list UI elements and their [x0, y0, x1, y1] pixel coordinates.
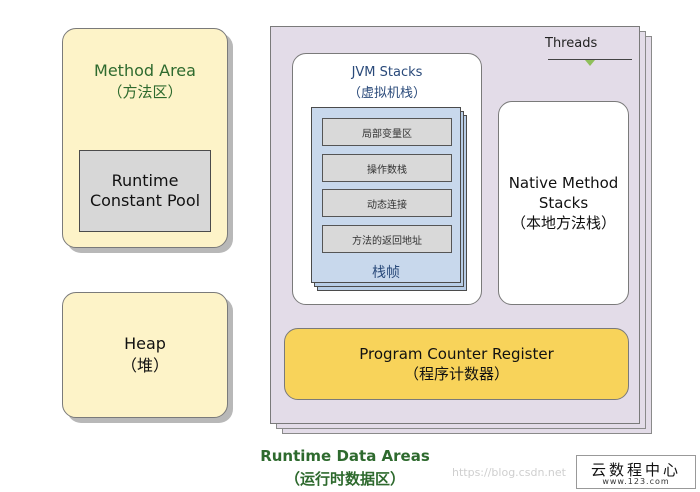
watermark-logo: 云数程中心 www.123.com — [576, 455, 696, 489]
native-method-stacks: Native Method Stacks （本地方法栈） — [498, 101, 629, 305]
program-counter-register: Program Counter Register （程序计数器） — [284, 328, 629, 400]
method-area: Method Area （方法区） Runtime Constant Pool — [62, 28, 228, 248]
threads-label: Threads — [545, 36, 598, 51]
constant-pool-line1: Runtime — [111, 171, 179, 190]
jvm-stacks-subtitle: （虚拟机栈） — [347, 86, 426, 101]
threads-underline — [548, 59, 632, 60]
operand-stack-slot: 操作数栈 — [322, 154, 452, 182]
local-variables-slot: 局部变量区 — [322, 118, 452, 146]
heap-title: Heap — [124, 334, 166, 353]
native-stacks-subtitle: （本地方法栈） — [510, 214, 616, 232]
native-stacks-line1: Native Method — [508, 174, 619, 192]
watermark-site: www.123.com — [602, 477, 670, 486]
return-address-slot: 方法的返回地址 — [322, 225, 452, 253]
method-area-subtitle: （方法区） — [107, 83, 183, 101]
native-stacks-line2: Stacks — [538, 194, 589, 212]
runtime-constant-pool: Runtime Constant Pool — [79, 150, 211, 232]
constant-pool-line2: Constant Pool — [89, 191, 201, 210]
threads-pointer-icon — [585, 60, 595, 66]
stack-frame: 局部变量区 操作数栈 动态连接 方法的返回地址 栈帧 — [311, 107, 461, 283]
heap-subtitle: （堆） — [120, 356, 169, 375]
dynamic-linking-slot: 动态连接 — [322, 189, 452, 217]
jvm-stacks-title: JVM Stacks — [351, 65, 423, 80]
pc-register-title: Program Counter Register — [359, 345, 554, 363]
pc-register-subtitle: （程序计数器） — [403, 365, 509, 383]
runtime-data-areas-subtitle: （运行时数据区） — [284, 470, 405, 488]
watermark-brand: 云数程中心 — [590, 461, 681, 479]
runtime-data-areas-title: Runtime Data Areas — [260, 447, 430, 465]
method-area-title: Method Area — [94, 61, 196, 80]
stack-frame-label: 栈帧 — [372, 265, 400, 281]
watermark-url: https://blog.csdn.net — [452, 466, 566, 479]
heap: Heap （堆） — [62, 292, 228, 418]
